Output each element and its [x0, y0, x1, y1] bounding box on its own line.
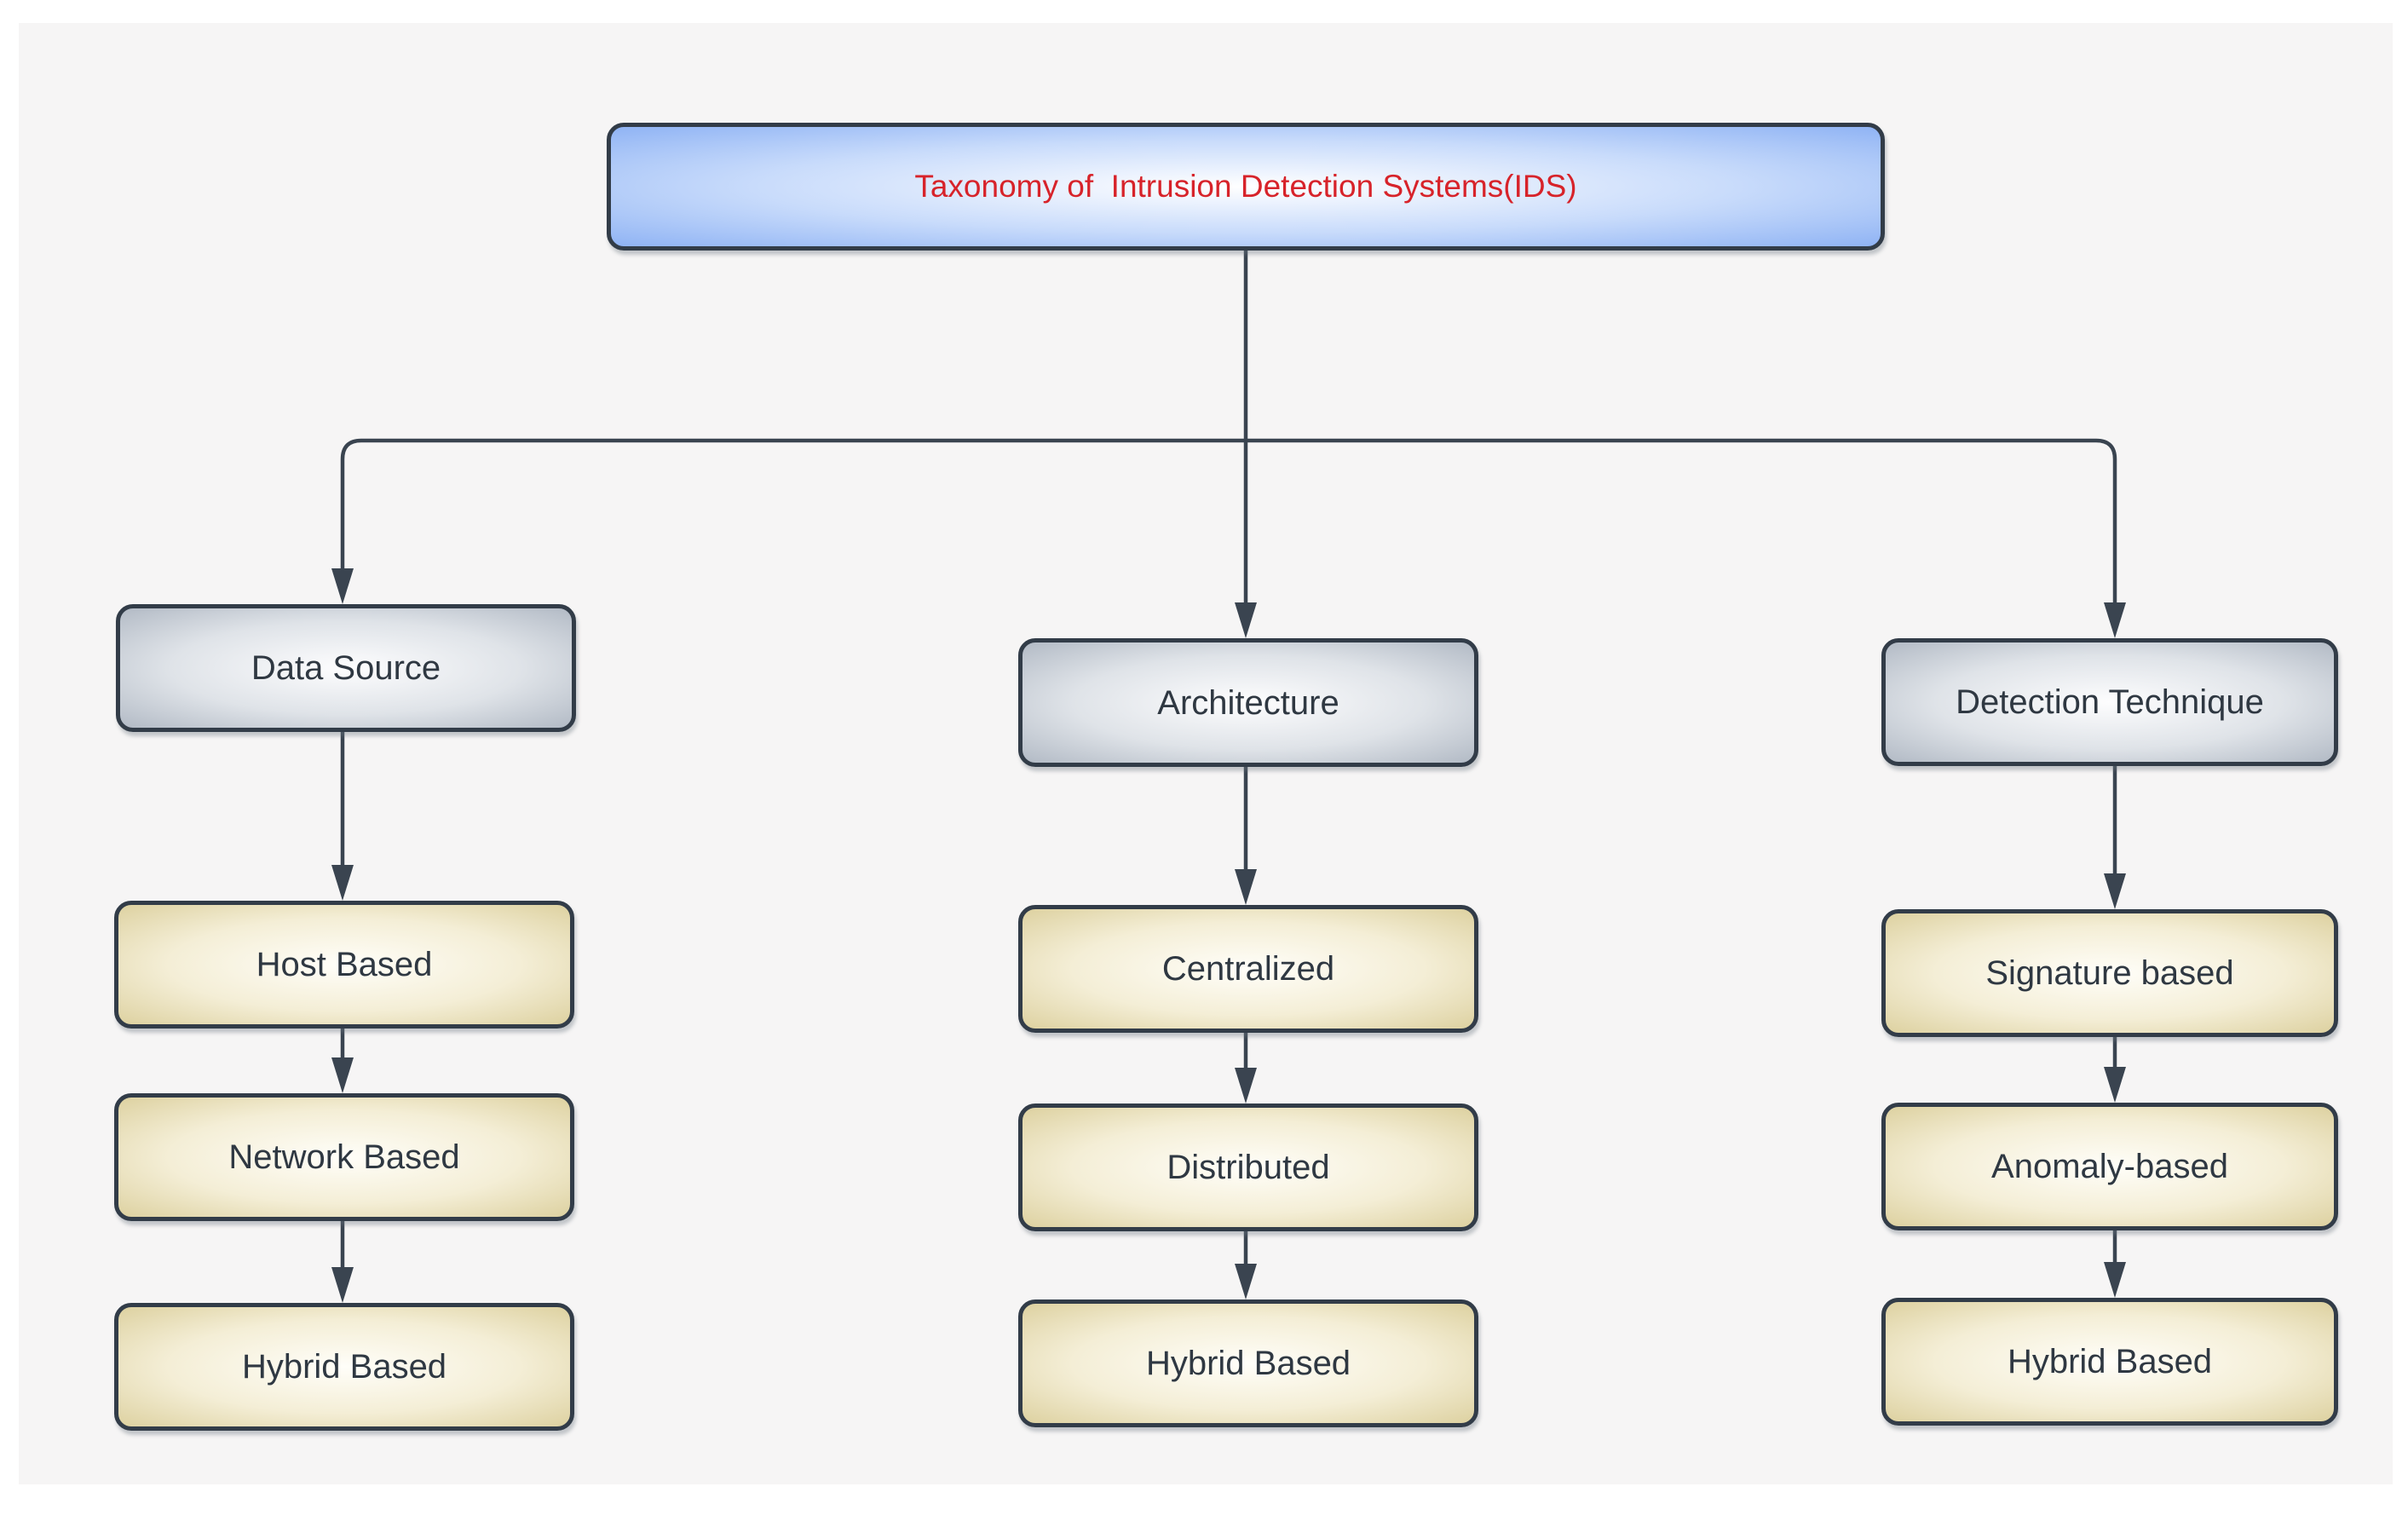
diagram-canvas: Taxonomy of Intrusion Detection Systems(… — [19, 23, 2393, 1484]
arrowhead-icon — [331, 568, 354, 604]
leaf-label: Hybrid Based — [241, 1348, 447, 1386]
arrow-data-source-to-host-based — [331, 732, 354, 901]
arrowhead-icon — [1235, 1264, 1257, 1299]
node-leaf-anomaly-based: Anomaly-based — [1881, 1103, 2338, 1230]
category-label: Data Source — [251, 649, 441, 687]
node-category-detection-technique: Detection Technique — [1881, 638, 2338, 766]
category-label: Architecture — [1157, 683, 1339, 722]
arrow-architecture-to-centralized — [1235, 767, 1257, 905]
arrow-signature-to-anomaly-based — [2104, 1037, 2126, 1103]
arrow-network-based-to-hybrid-based — [331, 1221, 354, 1303]
branch-horizontal-line — [340, 438, 2117, 460]
leaf-label: Host Based — [256, 946, 433, 983]
leaf-label: Distributed — [1167, 1149, 1330, 1186]
leaf-label: Centralized — [1161, 950, 1335, 988]
node-leaf-host-based: Host Based — [114, 901, 574, 1029]
node-leaf-hybrid-based-middle: Hybrid Based — [1018, 1299, 1478, 1427]
arrow-anomaly-to-hybrid-based — [2104, 1230, 2126, 1298]
arrowhead-icon — [2104, 1262, 2126, 1298]
leaf-label: Signature based — [1985, 954, 2234, 992]
node-category-architecture: Architecture — [1018, 638, 1478, 767]
node-category-data-source: Data Source — [116, 604, 576, 732]
arrow-host-based-to-network-based — [331, 1029, 354, 1093]
connector-lines — [331, 251, 2126, 1303]
arrow-to-detection-technique — [2104, 459, 2126, 638]
arrowhead-icon — [2104, 873, 2126, 909]
arrowhead-icon — [1235, 602, 1257, 638]
arrowhead-icon — [2104, 1067, 2126, 1103]
arrow-to-data-source — [331, 459, 354, 604]
root-to-branches-connector — [340, 251, 2117, 460]
node-leaf-centralized: Centralized — [1018, 905, 1478, 1033]
node-leaf-hybrid-based-left: Hybrid Based — [114, 1303, 574, 1431]
arrowhead-icon — [331, 1267, 354, 1303]
arrowhead-icon — [2104, 602, 2126, 638]
leaf-label: Network Based — [228, 1138, 460, 1176]
arrow-centralized-to-distributed — [1235, 1033, 1257, 1103]
arrow-detection-to-signature-based — [2104, 766, 2126, 909]
leaf-label: Hybrid Based — [1145, 1345, 1351, 1382]
node-taxonomy-root: Taxonomy of Intrusion Detection Systems(… — [607, 123, 1885, 251]
arrow-distributed-to-hybrid-based — [1235, 1231, 1257, 1299]
arrow-to-architecture — [1235, 441, 1257, 638]
node-leaf-hybrid-based-right: Hybrid Based — [1881, 1298, 2338, 1426]
root-title-label: Taxonomy of Intrusion Detection Systems(… — [914, 168, 1577, 204]
arrowhead-icon — [1235, 869, 1257, 905]
node-leaf-signature-based: Signature based — [1881, 909, 2338, 1037]
arrowhead-icon — [1235, 1068, 1257, 1103]
arrowhead-icon — [331, 865, 354, 901]
leaf-label: Anomaly-based — [1991, 1148, 2228, 1185]
node-leaf-distributed: Distributed — [1018, 1103, 1478, 1231]
category-label: Detection Technique — [1956, 683, 2264, 721]
leaf-label: Hybrid Based — [2007, 1343, 2213, 1380]
arrowhead-icon — [331, 1057, 354, 1093]
node-leaf-network-based: Network Based — [114, 1093, 574, 1221]
